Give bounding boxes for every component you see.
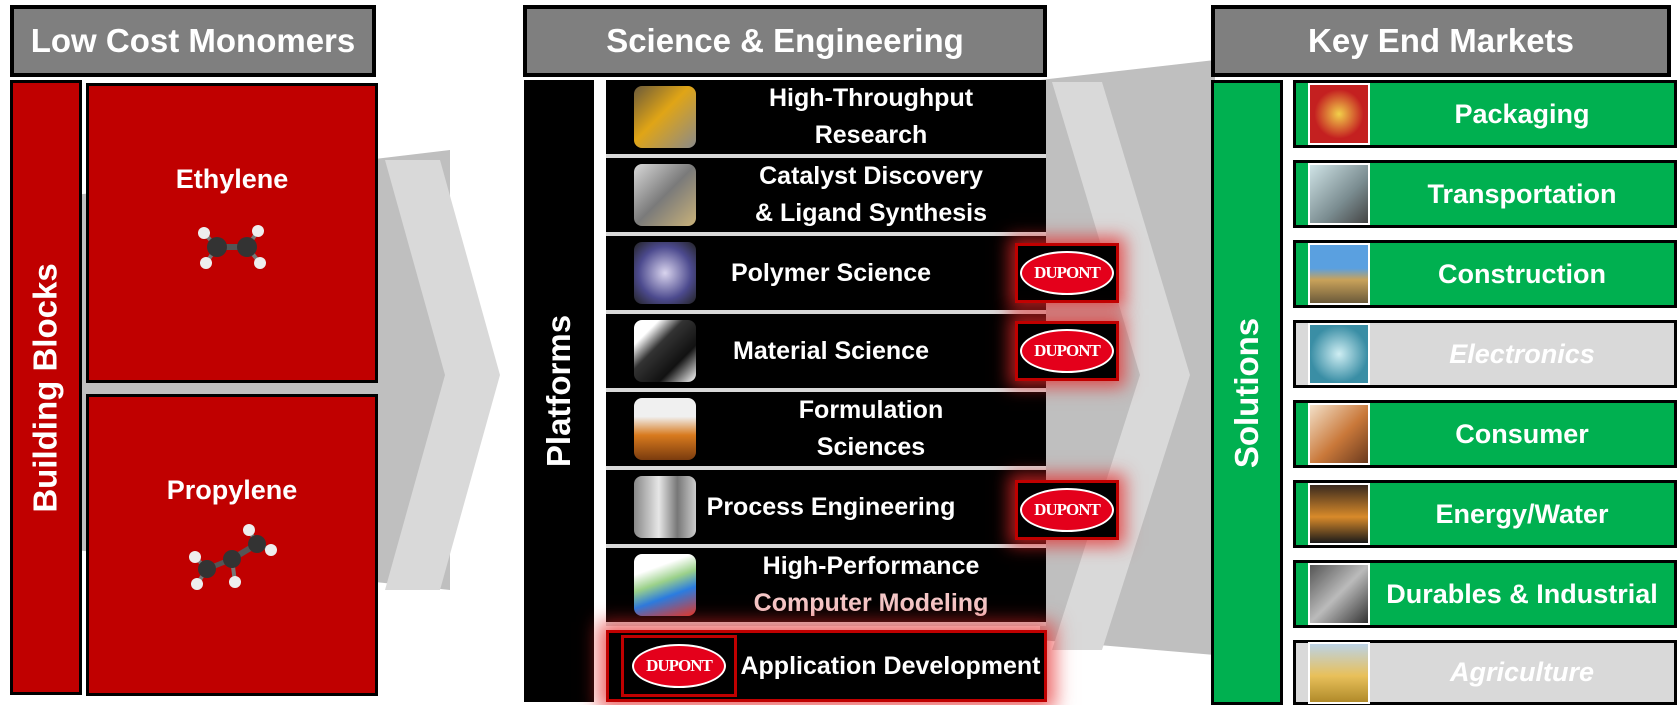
platform-catalyst-discovery: Catalyst Discovery & Ligand Synthesis (606, 158, 1046, 236)
ethylene-label: Ethylene (175, 164, 289, 194)
dupont-logo: DUPONT (1015, 243, 1119, 303)
platform-label-line1: Polymer Science (730, 258, 932, 287)
ethylene-box: Ethylene (86, 83, 378, 383)
platform-polymer-science: Polymer Science (606, 236, 1046, 314)
market-consumer: Consumer (1293, 400, 1677, 468)
propylene-label: Propylene (166, 475, 298, 505)
header-title: Low Cost Monomers (30, 22, 356, 59)
header-key-end-markets: Key End Markets (1211, 5, 1671, 77)
header-title: Science & Engineering (606, 22, 964, 59)
car-icon (1308, 163, 1370, 225)
polymer-reactor-icon (634, 242, 696, 304)
platforms-label: Platforms (540, 314, 577, 468)
market-label: Agriculture (1449, 657, 1595, 687)
lab-equipment-icon (634, 164, 696, 226)
market-label: Packaging (1454, 98, 1590, 129)
right-chevron-arrow (1052, 82, 1190, 650)
market-construction: Construction (1293, 240, 1677, 308)
market-label: Construction (1438, 258, 1606, 289)
platform-label-line2: Computer Modeling (753, 589, 989, 617)
platform-label-line1: High-Throughput (768, 84, 974, 112)
material-sheet-icon (634, 320, 696, 382)
dupont-logo-text: DUPONT (632, 644, 726, 688)
platform-label-line1: Formulation (798, 396, 944, 424)
market-agriculture: Agriculture (1293, 640, 1677, 705)
consumer-icon (1308, 403, 1370, 465)
market-transportation: Transportation (1293, 160, 1677, 228)
wheat-icon (1308, 641, 1370, 704)
platform-material-science: Material Science (606, 314, 1046, 392)
building-blocks-label: Building Blocks (27, 262, 65, 513)
left-chevron-arrow (385, 160, 500, 590)
header-low-cost-monomers: Low Cost Monomers (10, 5, 376, 77)
propylene-box: Propylene (86, 394, 378, 696)
dupont-logo: DUPONT (621, 635, 737, 697)
chip-icon (1308, 323, 1370, 385)
platform-process-engineering: Process Engineering (606, 470, 1046, 548)
dupont-logo: DUPONT (1015, 321, 1119, 381)
molecular-model-icon (634, 554, 696, 616)
header-science-engineering: Science & Engineering (523, 5, 1047, 77)
solutions-label: Solutions (1228, 317, 1266, 468)
robot-arm-icon (634, 86, 696, 148)
packaging-icon (1308, 83, 1370, 145)
platform-label-line2: Sciences (816, 433, 926, 461)
process-plant-icon (634, 476, 696, 538)
dupont-logo-text: DUPONT (1020, 488, 1114, 532)
dupont-logo-text: DUPONT (1020, 251, 1114, 295)
platform-label-line2: & Ligand Synthesis (755, 199, 987, 227)
header-title: Key End Markets (1308, 22, 1574, 59)
market-electronics: Electronics (1293, 320, 1677, 388)
market-packaging: Packaging (1293, 80, 1677, 148)
market-label: Durables & Industrial (1386, 578, 1658, 609)
platforms-bar: Platforms (524, 80, 594, 702)
platform-label-line2: Research (814, 121, 928, 149)
building-icon (1308, 243, 1370, 305)
dupont-logo: DUPONT (1015, 480, 1119, 540)
factory-icon (1308, 563, 1370, 625)
platform-label-line1: Catalyst Discovery (759, 162, 983, 190)
market-label: Consumer (1455, 418, 1589, 449)
platform-label-line1: Material Science (733, 336, 929, 365)
application-development-label: Application Development (740, 651, 1041, 680)
platform-label-line1: Process Engineering (706, 492, 956, 521)
sample-vials-icon (634, 398, 696, 460)
platform-label-line1: High-Performance (762, 552, 980, 580)
oil-rig-icon (1308, 483, 1370, 545)
application-development-row: DUPONT Application Development (606, 630, 1047, 702)
market-energy-water: Energy/Water (1293, 480, 1677, 548)
ethylene-molecule-icon (198, 225, 266, 269)
market-label: Energy/Water (1435, 498, 1609, 529)
solutions-bar: Solutions (1211, 80, 1283, 705)
market-durables-industrial: Durables & Industrial (1293, 560, 1677, 628)
dupont-logo-text: DUPONT (1020, 329, 1114, 373)
market-label: Electronics (1449, 338, 1595, 369)
propylene-molecule-icon (189, 524, 277, 590)
building-blocks-bar: Building Blocks (10, 80, 82, 695)
market-label: Transportation (1427, 178, 1617, 209)
